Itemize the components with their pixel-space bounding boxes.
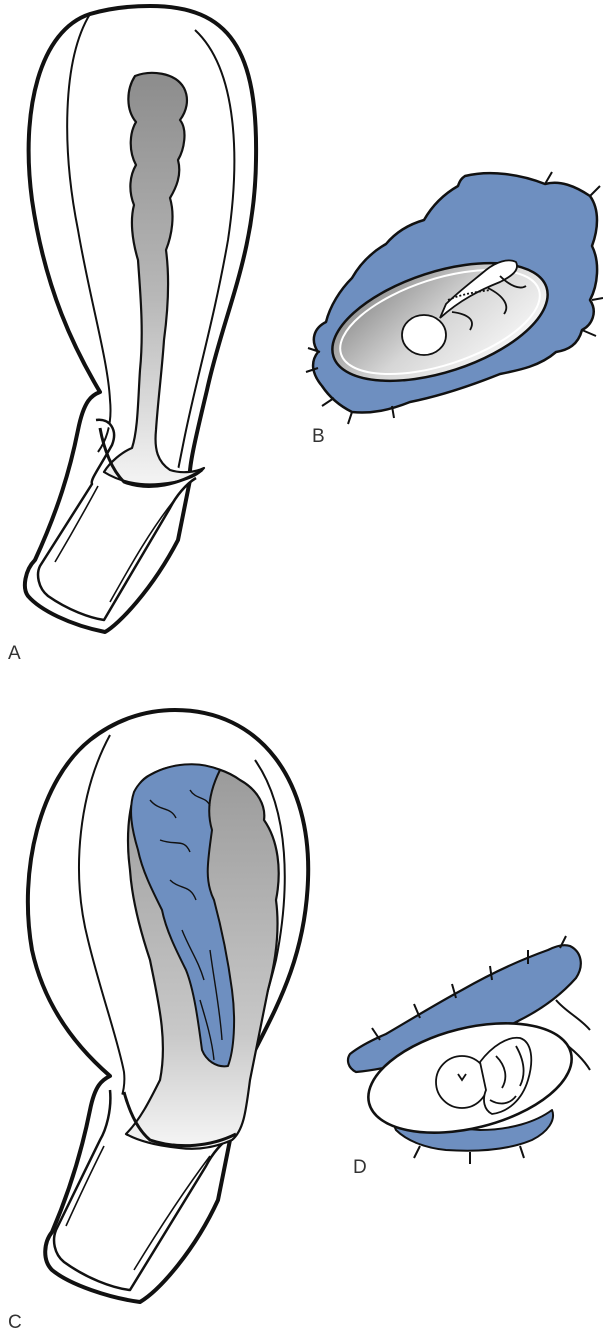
panel-label-c: C: [8, 1312, 22, 1334]
panel-c-uterus: [28, 710, 308, 1302]
panel-label-a: A: [8, 643, 21, 665]
panel-b-sac: [306, 172, 603, 424]
panel-label-d: D: [353, 1157, 367, 1179]
panel-d-sac: [348, 936, 590, 1164]
embryo-b-head: [402, 315, 446, 355]
panel-label-b: B: [312, 426, 325, 448]
panel-a-uterus: [25, 6, 256, 632]
